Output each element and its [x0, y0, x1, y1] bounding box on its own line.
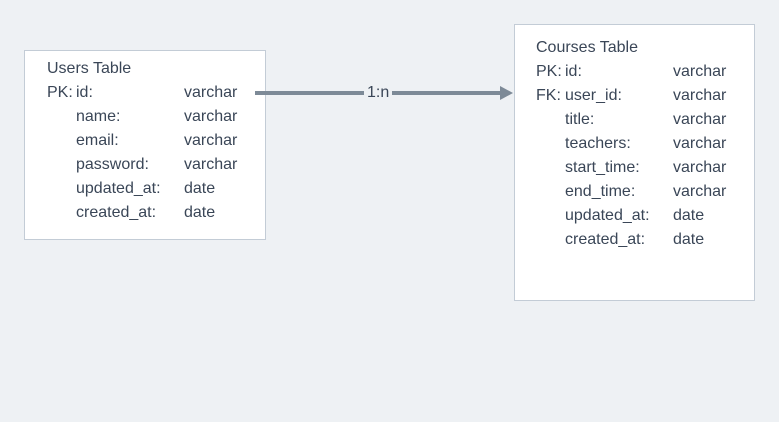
field-row-users-id: PK:id: varchar — [47, 81, 265, 105]
field-type: varchar — [673, 111, 727, 128]
field-type: varchar — [673, 87, 727, 104]
users-table-title: Users Table — [47, 60, 132, 77]
courses-table-box: Courses Table PK:id: varchar FK:user_id:… — [514, 24, 755, 301]
field-row-users-email: email: varchar — [47, 129, 265, 153]
field-type: varchar — [673, 159, 727, 176]
field-name: updated_at: — [76, 180, 161, 197]
relation-cardinality-label: 1:n — [367, 84, 390, 101]
field-type: date — [673, 207, 705, 224]
field-row-users-name: name: varchar — [47, 105, 265, 129]
field-type: date — [184, 204, 216, 221]
field-name: password: — [76, 156, 149, 173]
field-row-courses-end-time: end_time: varchar — [536, 180, 754, 204]
field-row-users-created-at: created_at: date — [47, 201, 265, 225]
field-type: varchar — [673, 63, 727, 80]
field-name: id: — [565, 63, 582, 80]
field-row-courses-start-time: start_time: varchar — [536, 156, 754, 180]
field-type: varchar — [184, 108, 238, 125]
field-name: updated_at: — [565, 207, 650, 224]
relation-connector: 1:n — [255, 85, 513, 101]
field-row-courses-title: title: varchar — [536, 108, 754, 132]
field-row-courses-updated-at: updated_at: date — [536, 204, 754, 228]
courses-table-title: Courses Table — [536, 39, 638, 56]
field-name: created_at: — [76, 204, 157, 221]
pk-prefix-label: PK: — [536, 63, 562, 80]
field-name: id: — [76, 84, 93, 101]
field-type: date — [673, 231, 705, 248]
field-name: created_at: — [565, 231, 646, 248]
field-row-courses-created-at: created_at: date — [536, 228, 754, 252]
fk-prefix-label: FK: — [536, 87, 561, 104]
field-type: varchar — [673, 135, 727, 152]
field-name: user_id: — [565, 87, 622, 104]
field-type: varchar — [184, 156, 238, 173]
pk-prefix-label: PK: — [47, 84, 73, 101]
field-name: title: — [565, 111, 595, 128]
field-name: name: — [76, 108, 121, 125]
field-type: varchar — [673, 183, 727, 200]
field-type: date — [184, 180, 216, 197]
arrowhead-icon — [500, 86, 513, 100]
field-type: varchar — [184, 84, 238, 101]
field-row-courses-id: PK:id: varchar — [536, 60, 754, 84]
field-row-users-password: password: varchar — [47, 153, 265, 177]
connector-line-left — [255, 91, 364, 95]
field-row-users-updated-at: updated_at: date — [47, 177, 265, 201]
field-type: varchar — [184, 132, 238, 149]
users-table-box: Users Table PK:id: varchar name: varchar… — [24, 50, 266, 240]
field-name: start_time: — [565, 159, 640, 176]
field-name: end_time: — [565, 183, 636, 200]
field-row-courses-teachers: teachers: varchar — [536, 132, 754, 156]
field-name: teachers: — [565, 135, 631, 152]
field-row-courses-user-id: FK:user_id: varchar — [536, 84, 754, 108]
connector-line-right — [392, 91, 500, 95]
field-name: email: — [76, 132, 119, 149]
